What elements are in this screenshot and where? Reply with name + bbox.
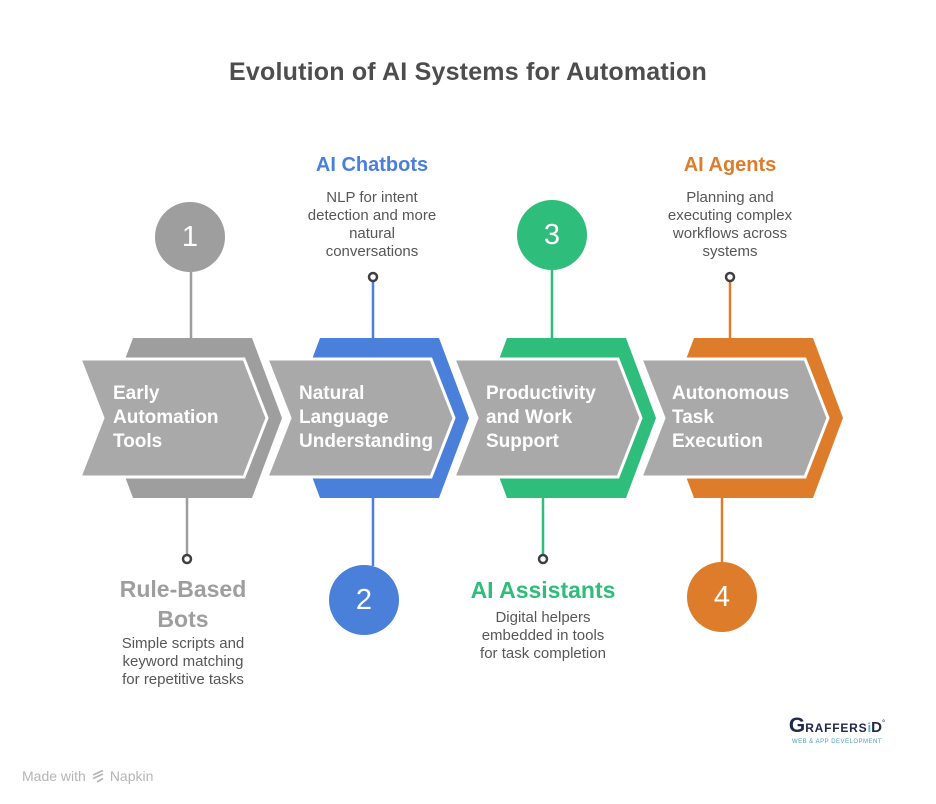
callout-title-ai-agents: AI Agents (683, 154, 777, 176)
step1-number: 1 (181, 220, 199, 253)
step3-number-circle (517, 200, 587, 270)
chevron-label-step2-text: Natural Language Understanding (299, 383, 434, 452)
callout-title-ai-assistants: AI Assistants (470, 577, 616, 603)
ring-connector-step1-bottom (181, 553, 193, 565)
chevron-label-step3-text: Productivity and Work Support (486, 383, 596, 452)
callout-title-ai-chatbots: AI Chatbots (315, 154, 429, 176)
logo-letter-g: G (788, 714, 806, 737)
step4-number-circle (687, 562, 757, 632)
step2-number-circle (329, 565, 399, 635)
step1-number-circle (155, 202, 225, 272)
chevron-front-step4 (638, 357, 830, 479)
chevron-front-step2 (264, 357, 456, 479)
callout-desc-ai-chatbots: NLP for intent detection and more natura… (307, 189, 437, 260)
callout-title-rule-based-bots: Rule-Based Bots (119, 576, 247, 632)
step4-number: 4 (713, 580, 731, 613)
page-title: Evolution of AI Systems for Automation (229, 58, 707, 86)
callout-desc-rule-based-bots: Simple scripts and keyword matching for … (121, 635, 245, 688)
graffersid-wordmark: GRAFFERSiD° (787, 714, 887, 738)
logo-raffers: RAFFERS (805, 721, 868, 735)
logo-letter-i: i (867, 720, 872, 735)
ring-connector-step2-top (367, 271, 379, 283)
napkin-icon (92, 769, 104, 783)
chevron-front-step1 (77, 357, 269, 479)
ring-connector-step4-top (724, 271, 736, 283)
chevron-label-step1-text: Early Automation Tools (113, 383, 219, 452)
made-with-label: Made with (22, 768, 86, 784)
logo-registered-mark: ° (881, 718, 886, 728)
step2-number: 2 (355, 583, 373, 616)
chevron-label-step1: Early Automation Tools (113, 359, 263, 477)
graffersid-logo: GRAFFERSiD° WEB & APP DEVELOPMENT (787, 714, 887, 745)
chevron-label-step4: Autonomous Task Execution (672, 359, 822, 477)
graffersid-tagline: WEB & APP DEVELOPMENT (791, 739, 883, 745)
logo-letter-d: D (871, 719, 882, 736)
chevron-label-step2: Natural Language Understanding (299, 359, 449, 477)
chevron-front-step3 (451, 357, 643, 479)
made-with-napkin: Made with Napkin (22, 768, 153, 784)
callout-desc-ai-agents: Planning and executing complex workflows… (667, 189, 793, 260)
napkin-label: Napkin (109, 768, 154, 784)
ring-connector-step3-bottom (537, 553, 549, 565)
chevron-label-step3: Productivity and Work Support (486, 359, 636, 477)
callout-desc-ai-assistants: Digital helpers embedded in tools for ta… (480, 609, 606, 662)
step3-number: 3 (543, 218, 561, 251)
chevron-label-step4-text: Autonomous Task Execution (672, 383, 790, 452)
